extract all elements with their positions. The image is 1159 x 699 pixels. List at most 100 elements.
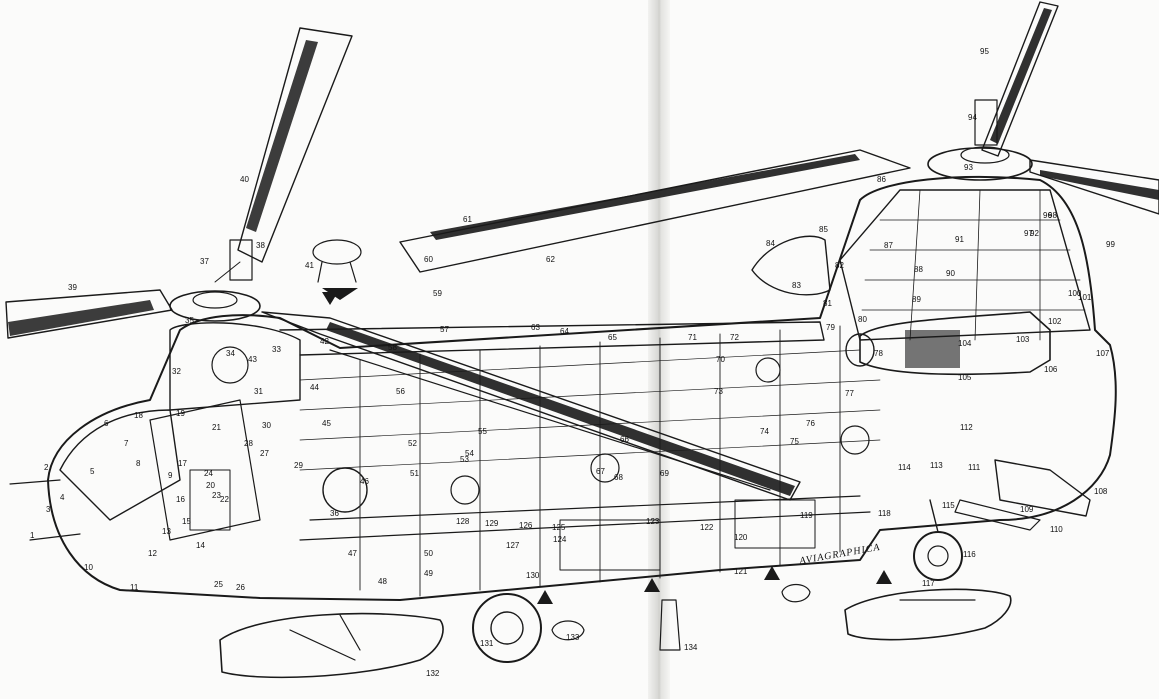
callout-100: 100 (1068, 289, 1082, 298)
callout-90: 90 (946, 269, 955, 278)
callout-72: 72 (730, 333, 739, 342)
callout-62: 62 (546, 255, 555, 264)
callout-74: 74 (760, 427, 769, 436)
ski-attachments (219, 588, 1012, 679)
callout-80: 80 (858, 315, 867, 324)
callout-65: 65 (608, 333, 617, 342)
callout-120: 120 (734, 533, 748, 542)
callout-86: 86 (877, 175, 886, 184)
callout-106: 106 (1044, 365, 1058, 374)
callout-133: 133 (566, 633, 580, 642)
callout-109: 109 (1020, 505, 1034, 514)
callout-28: 28 (244, 439, 253, 448)
callout-68: 68 (614, 473, 623, 482)
callout-77: 77 (845, 389, 854, 398)
callout-40: 40 (240, 175, 249, 184)
callout-19: 19 (176, 409, 185, 418)
callout-56: 56 (396, 387, 405, 396)
callout-105: 105 (958, 373, 972, 382)
callout-11: 11 (130, 583, 139, 592)
callout-54: 54 (465, 449, 474, 458)
callout-89: 89 (912, 295, 921, 304)
callout-22: 22 (220, 495, 229, 504)
callout-102: 102 (1048, 317, 1062, 326)
callout-18: 18 (134, 411, 143, 420)
callout-20: 20 (206, 481, 215, 490)
callout-42: 42 (320, 337, 329, 346)
book-spine (648, 0, 670, 699)
callout-34: 34 (226, 349, 235, 358)
callout-75: 75 (790, 437, 799, 446)
callout-60: 60 (424, 255, 433, 264)
callout-131: 131 (480, 639, 494, 648)
callout-58: 58 (388, 343, 397, 352)
callout-91: 91 (955, 235, 964, 244)
callout-70: 70 (716, 355, 725, 364)
callout-21: 21 (212, 423, 221, 432)
callout-2: 2 (44, 463, 49, 472)
callout-13: 13 (162, 527, 171, 536)
callout-115: 115 (942, 501, 955, 510)
callout-55: 55 (478, 427, 487, 436)
callout-108: 108 (1094, 487, 1108, 496)
callout-26: 26 (236, 583, 245, 592)
fuselage (9, 175, 1117, 601)
callout-57: 57 (440, 325, 449, 334)
callout-6: 6 (104, 419, 109, 428)
callout-32: 32 (172, 367, 181, 376)
callout-38: 38 (256, 241, 265, 250)
callout-41: 41 (305, 261, 314, 270)
callout-124: 124 (553, 535, 567, 544)
callout-47: 47 (348, 549, 357, 558)
callout-123: 123 (646, 517, 660, 526)
callout-12: 12 (148, 549, 157, 558)
forward-rotor (5, 27, 801, 501)
callout-87: 87 (884, 241, 893, 250)
aft-rotor (399, 1, 1159, 273)
callout-31: 31 (254, 387, 263, 396)
callout-25: 25 (214, 580, 223, 589)
landing-gear (472, 499, 963, 663)
callout-30: 30 (262, 421, 271, 430)
callout-88: 88 (914, 265, 923, 274)
callout-61: 61 (463, 215, 472, 224)
callout-132: 132 (426, 669, 440, 678)
callout-78: 78 (874, 349, 883, 358)
callout-81: 81 (823, 299, 832, 308)
callout-37: 37 (200, 257, 209, 266)
callout-69: 69 (660, 469, 669, 478)
callout-17: 17 (178, 459, 187, 468)
callout-126: 126 (519, 521, 533, 530)
callout-127: 127 (506, 541, 520, 550)
callout-122: 122 (700, 523, 714, 532)
callout-63: 63 (531, 323, 540, 332)
callout-116: 116 (963, 550, 976, 559)
callout-35: 35 (185, 316, 194, 325)
callout-119: 119 (800, 511, 813, 520)
callout-111: 111 (968, 463, 981, 472)
callout-44: 44 (310, 383, 319, 392)
callout-45: 45 (322, 419, 331, 428)
callout-16: 16 (176, 495, 185, 504)
callout-9: 9 (168, 471, 173, 480)
callout-112: 112 (960, 423, 973, 432)
callout-71: 71 (688, 333, 697, 342)
callout-129: 129 (485, 519, 499, 528)
callout-27: 27 (260, 449, 269, 458)
callout-52: 52 (408, 439, 417, 448)
callout-128: 128 (456, 517, 470, 526)
callout-79: 79 (826, 323, 835, 332)
callout-3: 3 (46, 505, 51, 514)
callout-114: 114 (898, 463, 911, 472)
callout-29: 29 (294, 461, 303, 470)
callout-49: 49 (424, 569, 433, 578)
callout-5: 5 (90, 467, 95, 476)
callout-85: 85 (819, 225, 828, 234)
callout-98: 98 (1048, 211, 1057, 220)
callout-66: 66 (620, 435, 629, 444)
callout-118: 118 (878, 509, 891, 518)
callout-33: 33 (272, 345, 281, 354)
callout-50: 50 (424, 549, 433, 558)
